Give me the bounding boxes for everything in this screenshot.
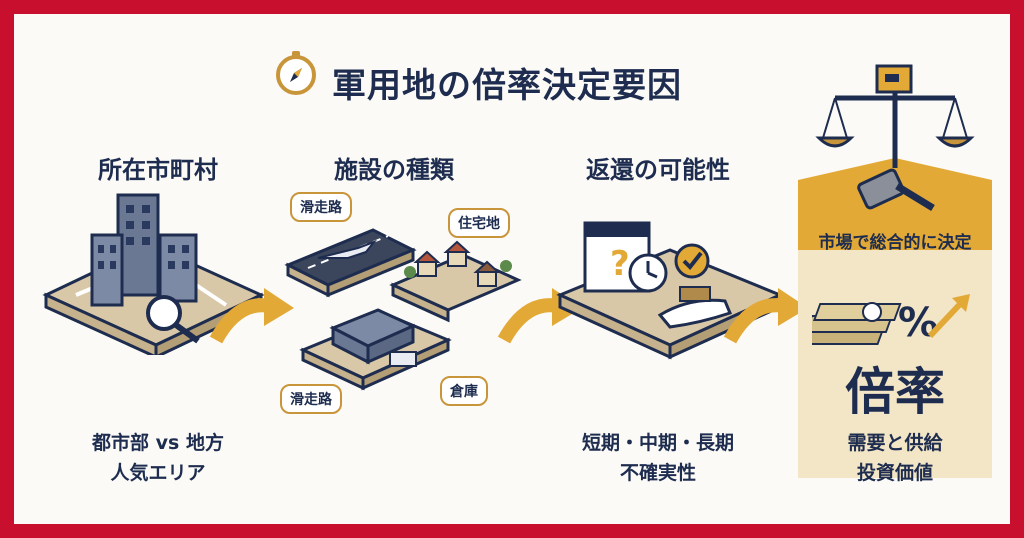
return-illustration: ?: [556, 221, 784, 360]
tag-runway-bottom: 滑走路: [280, 384, 342, 414]
caption-market-line1: 需要と供給: [847, 432, 943, 454]
caption-return-line1: 短期・中期・長期: [581, 432, 734, 454]
tag-runway-top: 滑走路: [290, 192, 352, 222]
caption-market-line2: 投資価値: [856, 462, 933, 484]
city-illustration: [42, 193, 265, 355]
compass-icon: [276, 51, 316, 95]
caption-location-line1: 都市部 vs 地方: [92, 432, 224, 454]
heading-facility: 施設の種類: [334, 156, 454, 184]
arrow-icon-1: [209, 288, 294, 344]
caption-market: 需要と供給 投資価値: [765, 428, 1024, 488]
tag-warehouse: 倉庫: [440, 376, 488, 406]
facility-illustration: [284, 228, 522, 391]
caption-return-line2: 不確実性: [619, 462, 696, 484]
scales-gavel-icon: [815, 64, 975, 211]
market-banner-shape: [798, 158, 992, 250]
caption-return: 短期・中期・長期 不確実性: [528, 428, 788, 488]
tag-housing: 住宅地: [448, 208, 510, 238]
svg-text:?: ?: [610, 244, 630, 284]
market-banner-label: 市場で総合的に決定: [818, 233, 972, 253]
ratio-label: 倍率: [845, 363, 945, 421]
svg-text:%: %: [898, 300, 938, 346]
arrow-icon-3: [723, 288, 808, 344]
page-title: 軍用地の倍率決定要因: [332, 66, 682, 106]
caption-location: 都市部 vs 地方 人気エリア: [28, 428, 288, 488]
money-stack-icon: %: [812, 294, 970, 346]
heading-return: 返還の可能性: [586, 156, 730, 184]
heading-location: 所在市町村: [98, 156, 218, 184]
caption-location-line2: 人気エリア: [110, 462, 206, 484]
